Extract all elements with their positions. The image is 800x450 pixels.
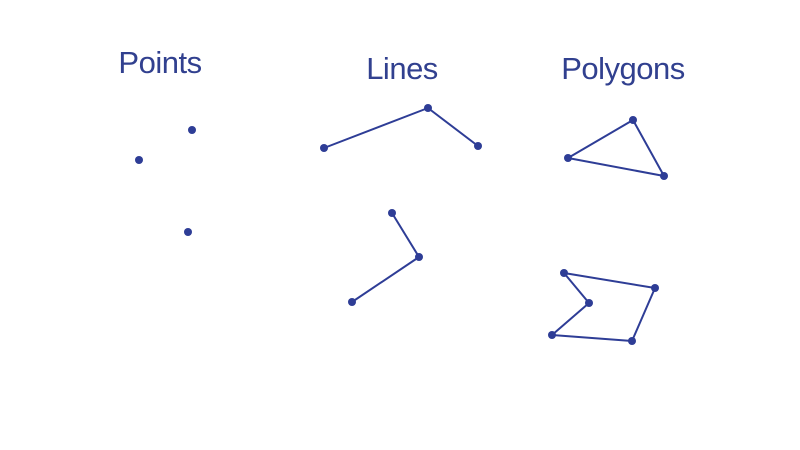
polyline-2-vertex-1	[388, 209, 396, 217]
point-2	[135, 156, 143, 164]
polygon-1-vertex-1	[629, 116, 637, 124]
polyline-1-vertex-1	[320, 144, 328, 152]
polygon-2	[551, 272, 656, 342]
point-3	[184, 228, 192, 236]
polygon-2-vertex-3	[628, 337, 636, 345]
polyline-1-vertex-2	[424, 104, 432, 112]
polygon-2-vertex-4	[548, 331, 556, 339]
polyline-1-vertex-3	[474, 142, 482, 150]
polygon-1	[567, 119, 665, 177]
polygon-1-vertex-2	[564, 154, 572, 162]
polyline-2	[351, 212, 420, 303]
lines-section-label: Lines	[366, 51, 438, 86]
polygon-2-vertex-2	[651, 284, 659, 292]
polyline-2-vertex-3	[348, 298, 356, 306]
point-1	[188, 126, 196, 134]
polyline-2-vertex-2	[415, 253, 423, 261]
polyline-1	[323, 107, 479, 149]
polygon-2-vertex-1	[560, 269, 568, 277]
polygons-section-label: Polygons	[561, 51, 685, 86]
polygon-2-vertex-5	[585, 299, 593, 307]
polygon-1-vertex-3	[660, 172, 668, 180]
points-section-label: Points	[118, 45, 202, 80]
